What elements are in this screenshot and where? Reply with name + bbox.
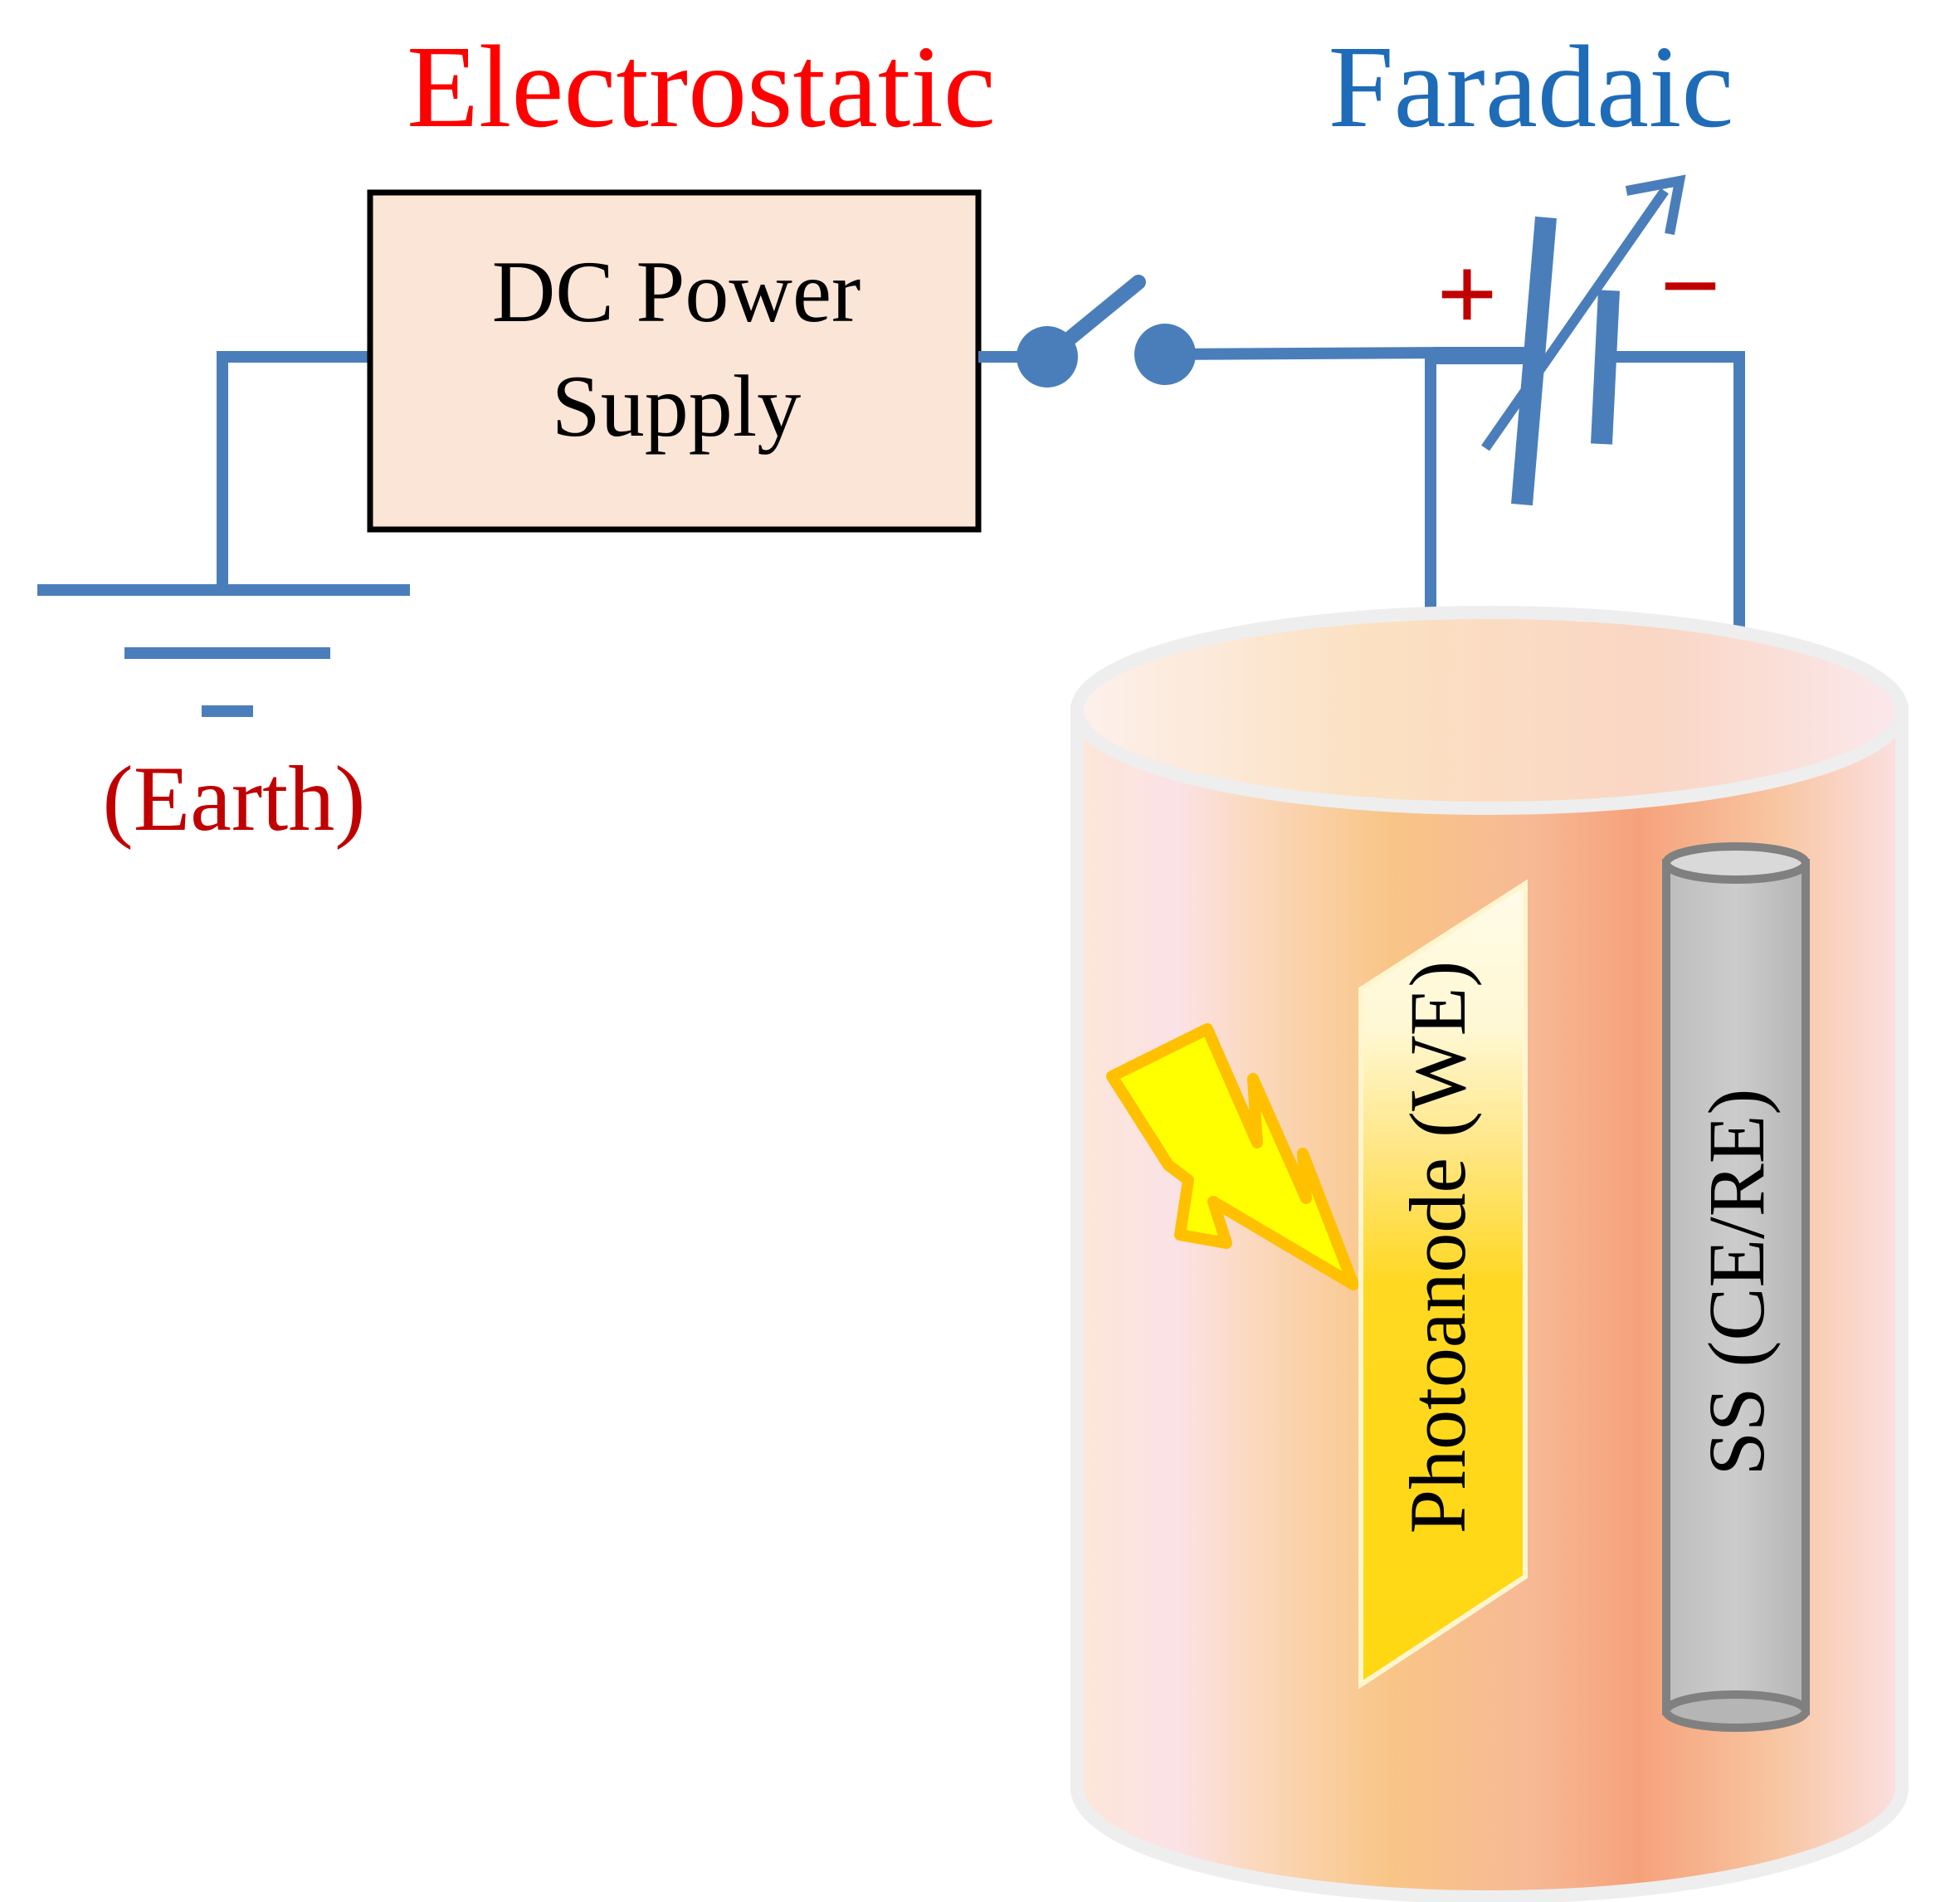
power-supply-label-line2: Supply — [552, 358, 801, 455]
ss-rod-body — [1662, 859, 1810, 1715]
faradaic-title: Faradaic — [1329, 21, 1734, 152]
photoanode: Photoanode (WE) — [1358, 879, 1528, 1690]
power-supply-box — [367, 189, 982, 533]
ss-label: SS (CE/RE) — [1692, 1089, 1781, 1476]
ground-symbol — [37, 351, 410, 717]
photoanode-label: Photoanode (WE) — [1393, 961, 1482, 1534]
arrow-head — [1625, 174, 1686, 236]
beaker-top-ellipse — [1070, 606, 1909, 815]
lightning-bolt-icon — [1106, 1023, 1359, 1290]
battery-plate-short — [1591, 290, 1620, 445]
battery-variable-arrow — [1481, 188, 1669, 451]
electrostatic-title: Electrostatic — [407, 21, 996, 152]
switch-lever — [1040, 275, 1146, 364]
battery-plate-long — [1511, 216, 1557, 506]
battery-minus: − — [1660, 227, 1721, 346]
stainless-steel-electrode: SS (CE/RE) — [1662, 842, 1810, 1732]
ss-rod-bottom — [1662, 1690, 1810, 1732]
photoanode-plate — [1358, 879, 1528, 1690]
battery-plus: + — [1436, 235, 1498, 354]
earth-label: (Earth) — [102, 748, 365, 851]
switch — [978, 275, 1196, 388]
dc-power-supply: DC Power Supply — [367, 189, 982, 533]
ss-rod-top — [1662, 842, 1810, 884]
power-supply-label-line1: DC Power — [492, 243, 861, 340]
